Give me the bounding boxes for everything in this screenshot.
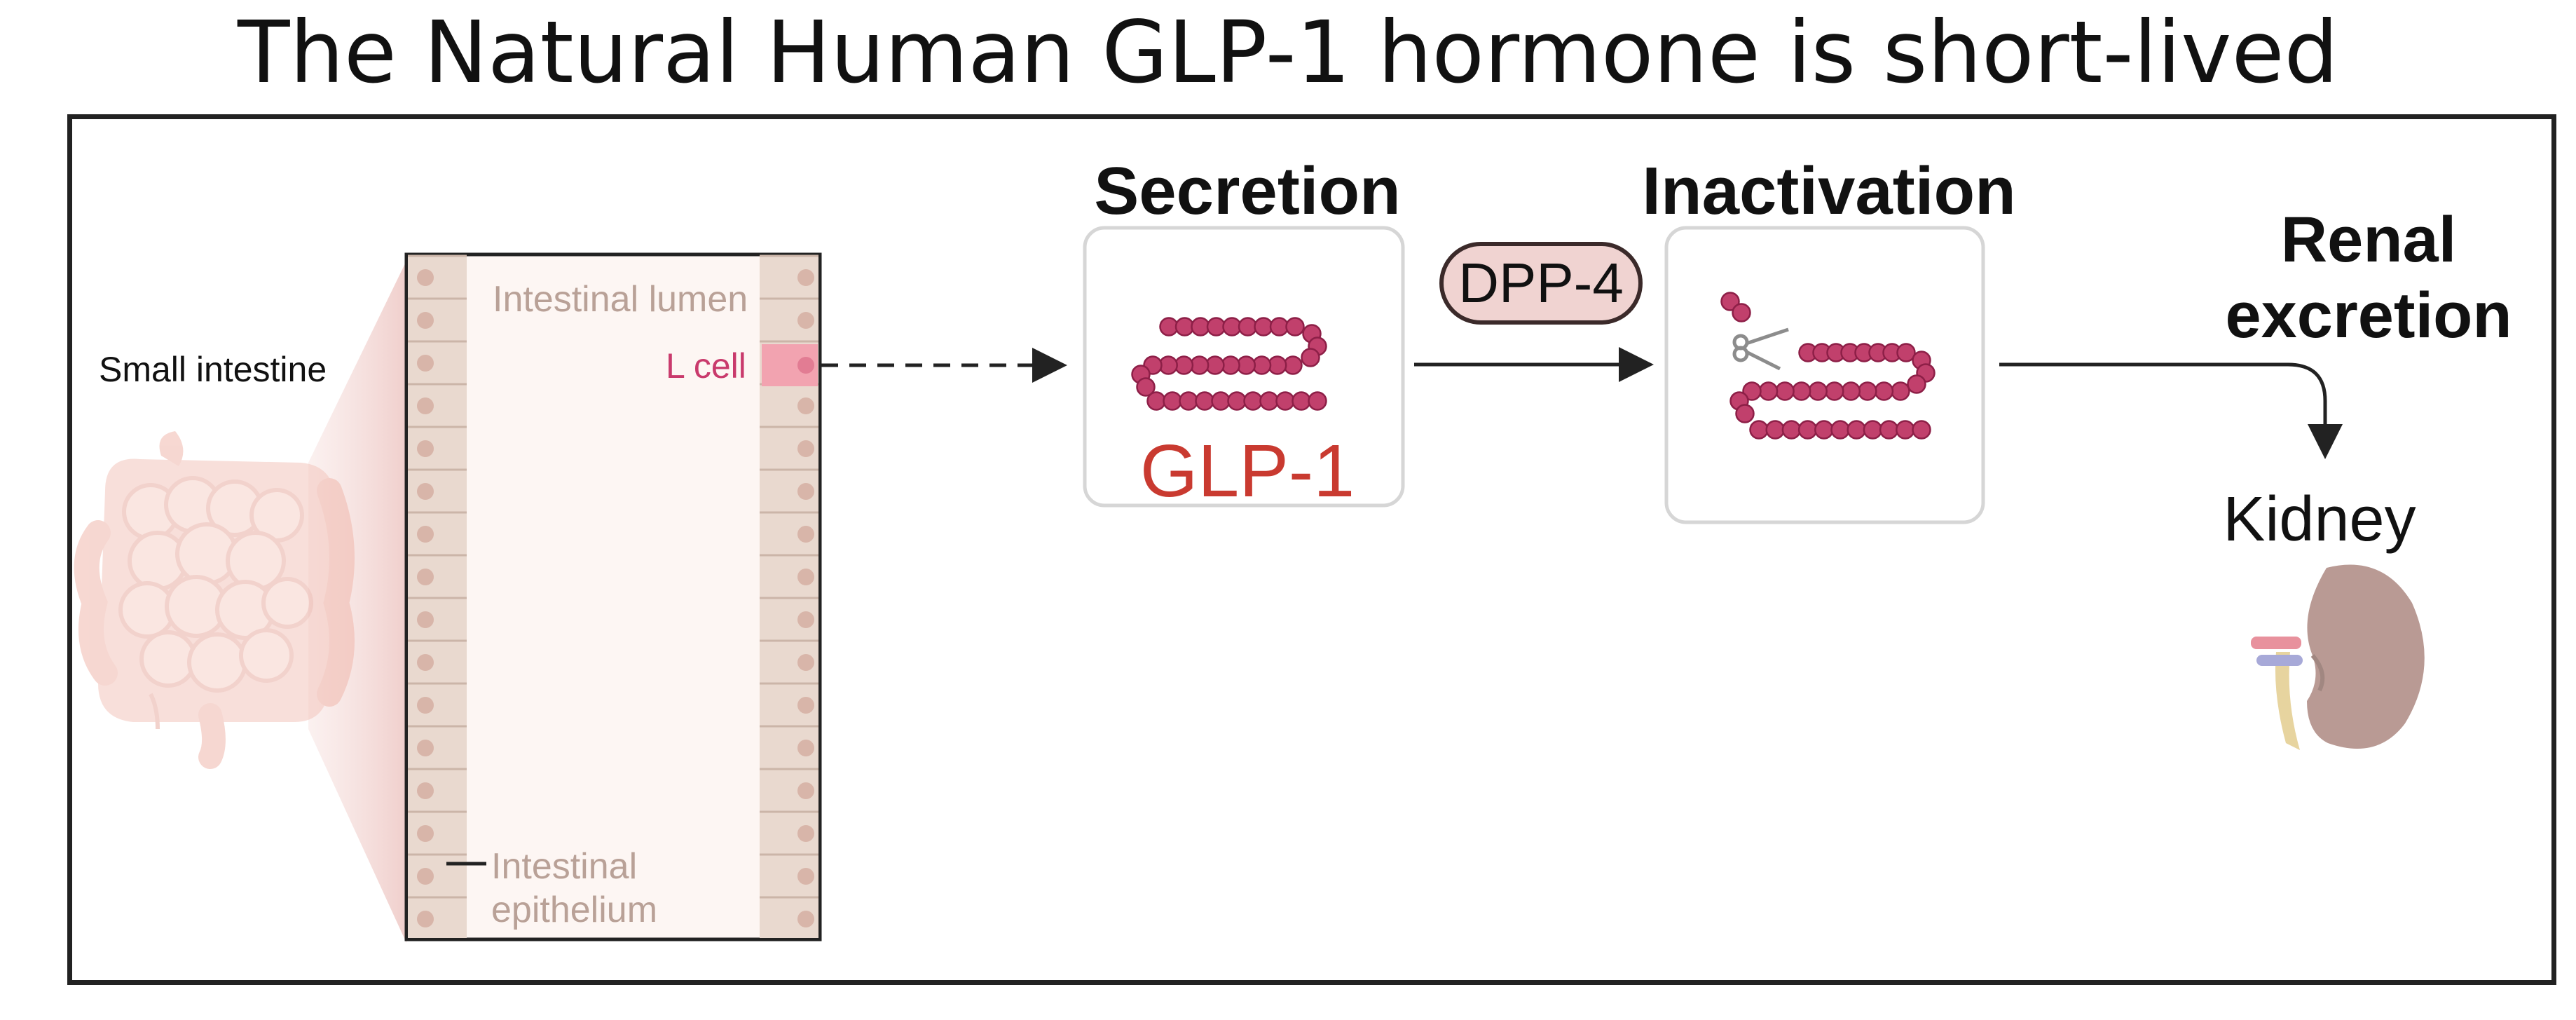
amino-acid-bead [1301,348,1320,367]
cell-nucleus [417,483,434,500]
amino-acid-bead [1163,391,1182,411]
amino-acid-bead [1912,420,1931,440]
excretion-arrow [1999,362,2343,459]
amino-acid-bead [1179,391,1198,411]
cell-nucleus [797,868,814,885]
amino-acid-bead [1146,391,1166,411]
secretion-title: Secretion [1094,154,1401,229]
cell-nucleus [797,782,814,799]
cell-nucleus [417,782,434,799]
renal-excretion-title: Renal excretion [2225,204,2512,351]
cell-nucleus [417,526,434,543]
amino-acid-bead [1797,420,1818,440]
dpp4-badge: DPP-4 [1439,242,1643,325]
intestine-section [404,252,822,941]
cell-nucleus [417,654,434,671]
amino-acid-bead [1735,404,1755,423]
page-title: The Natural Human GLP-1 hormone is short… [238,3,2338,102]
amino-acid-bead [1275,391,1295,411]
cell-nucleus [417,312,434,329]
amino-acid-bead [1720,292,1740,311]
amino-acid-bead [1136,377,1156,397]
cell-nucleus [797,697,814,714]
cell-nucleus [797,911,814,927]
cell-nucleus [417,355,434,372]
amino-acid-bead [1781,420,1802,440]
amino-acid-bead [1841,381,1861,401]
cell-nucleus [417,440,434,457]
peptide-chain-icon [1131,317,1327,411]
amino-acid-bead [1863,420,1883,440]
amino-acid-bead [1765,420,1785,440]
amino-acid-bead [1211,391,1231,411]
cell-nucleus [417,397,434,414]
small-intestine-label: Small intestine [99,350,327,389]
cell-nucleus [797,654,814,671]
amino-acid-bead [1732,303,1751,322]
cell-nucleus [417,911,434,927]
amino-acid-bead [1195,391,1214,411]
cell-nucleus [797,611,814,628]
amino-acid-bead [1742,381,1762,401]
amino-acid-bead [1858,381,1877,401]
amino-acid-bead [1896,343,1916,362]
cell-nucleus [417,825,434,842]
amino-acid-bead [1259,391,1279,411]
amino-acid-bead [1775,381,1795,401]
cell-nucleus [797,397,814,414]
amino-acid-bead [1907,374,1926,394]
amino-acid-bead [1808,381,1828,401]
cell-nucleus [417,697,434,714]
inactivation-title: Inactivation [1642,154,2016,229]
amino-acid-bead [1791,381,1811,401]
amino-acid-bead [1847,420,1866,440]
cell-nucleus [417,269,434,286]
cell-nucleus [797,825,814,842]
cell-nucleus [797,269,814,286]
small-intestine-icon [74,431,355,769]
diagram-frame [67,114,2556,985]
amino-acid-bead [1243,391,1263,411]
kidney-icon [2251,564,2425,750]
zoom-cone [308,261,406,943]
epithelial-cells-left [408,254,467,927]
amino-acid-bead [1758,381,1779,401]
amino-acid-bead [1814,420,1834,440]
amino-acid-bead [1308,391,1327,411]
l-cell-label: L cell [666,346,746,386]
glp1-label: GLP-1 [1139,430,1355,512]
cell-nucleus [417,868,434,885]
cell-nucleus [417,569,434,585]
kidney-label: Kidney [2223,484,2416,555]
cell-nucleus [797,440,814,457]
cleaved-peptide-icon [1720,292,1936,440]
amino-acid-bead [1292,391,1311,411]
cell-nucleus [797,740,814,756]
amino-acid-bead [1830,420,1850,440]
amino-acid-bead [1227,391,1247,411]
amino-acid-bead [1825,381,1844,401]
inactivation-box [1664,226,1985,524]
intestinal-lumen-label: Intestinal lumen [493,279,748,320]
cell-nucleus [417,611,434,628]
amino-acid-bead [1749,420,1769,440]
scissors-icon [1732,327,1789,371]
cell-nucleus [797,526,814,543]
amino-acid-bead [1285,317,1305,336]
amino-acid-bead [1879,420,1899,440]
amino-acid-bead [1896,420,1915,440]
intestinal-epithelium-label: Intestinal epithelium [491,846,658,930]
cell-nucleus [417,740,434,756]
cell-nucleus [797,312,814,329]
amino-acid-bead [1874,381,1894,401]
amino-acid-bead [1891,381,1910,401]
cell-nucleus [797,569,814,585]
cell-nucleus [797,483,814,500]
epithelial-cells-right [760,254,818,927]
